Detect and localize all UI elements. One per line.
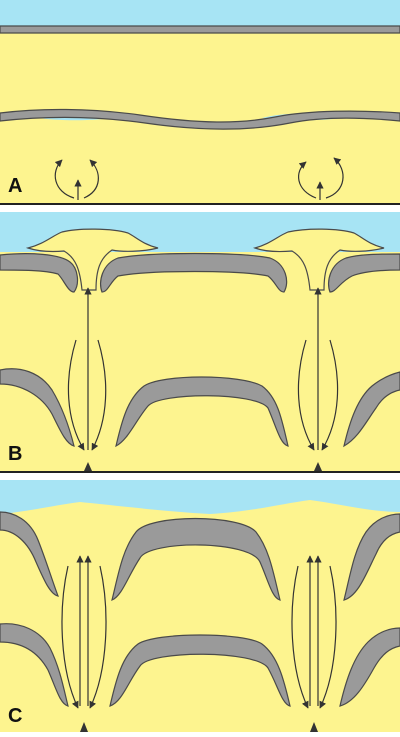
panel-a-sediment — [0, 0, 400, 205]
arrow-icon — [319, 565, 337, 709]
panel-b-layer-3 — [327, 253, 400, 293]
arrow-icon — [291, 565, 309, 709]
arrow-icon — [54, 159, 75, 199]
arrow-icon — [321, 339, 339, 451]
panel-c-arch-6 — [339, 627, 400, 707]
panel-b-arch-1 — [0, 368, 75, 447]
panel-b-layer-1 — [0, 253, 79, 293]
panel-a-water — [0, 0, 400, 26]
panel-a: A — [0, 0, 400, 205]
panel-c-arch-4 — [0, 623, 69, 707]
arrow-icon — [67, 339, 85, 451]
triangle-icon — [84, 462, 92, 471]
panel-c-arch-5 — [109, 634, 291, 707]
panel-b-cap-right — [253, 228, 385, 291]
panel-c-arch-2 — [111, 517, 281, 601]
arrow-icon — [298, 161, 317, 199]
arrow-icon — [83, 159, 99, 199]
panel-b-arch-3 — [343, 371, 400, 448]
panel-a-convection-right — [298, 157, 344, 200]
panel-a-label: A — [8, 175, 22, 197]
panel-b-label: B — [8, 443, 22, 465]
panel-c-flow-left — [61, 555, 107, 709]
triangle-icon — [310, 722, 318, 732]
arrow-icon — [91, 339, 107, 451]
divider-ab — [0, 206, 400, 212]
arrow-icon — [61, 565, 79, 709]
panel-c-flow-right — [291, 555, 337, 709]
panel-c-arch-1 — [0, 511, 59, 597]
panel-a-top-layer — [0, 25, 400, 34]
panel-c-arch-3 — [343, 513, 400, 601]
arrow-icon — [297, 339, 315, 451]
panel-c: C — [0, 480, 400, 732]
panel-c-water — [0, 480, 400, 514]
arrow-icon — [325, 157, 344, 199]
triangle-icon — [314, 462, 322, 471]
panel-a-convection-left — [54, 159, 99, 200]
panel-b-layer-2 — [99, 252, 288, 293]
panel-b-flow-left — [67, 287, 107, 451]
panel-c-label: C — [8, 705, 22, 727]
panel-b-cap-left — [25, 228, 159, 291]
divider-bc — [0, 474, 400, 480]
arrow-icon — [89, 565, 107, 709]
triangle-icon — [80, 722, 88, 732]
panel-b-arch-2 — [115, 376, 289, 448]
panel-b-flow-right — [297, 287, 339, 451]
panel-b: B — [0, 212, 400, 473]
